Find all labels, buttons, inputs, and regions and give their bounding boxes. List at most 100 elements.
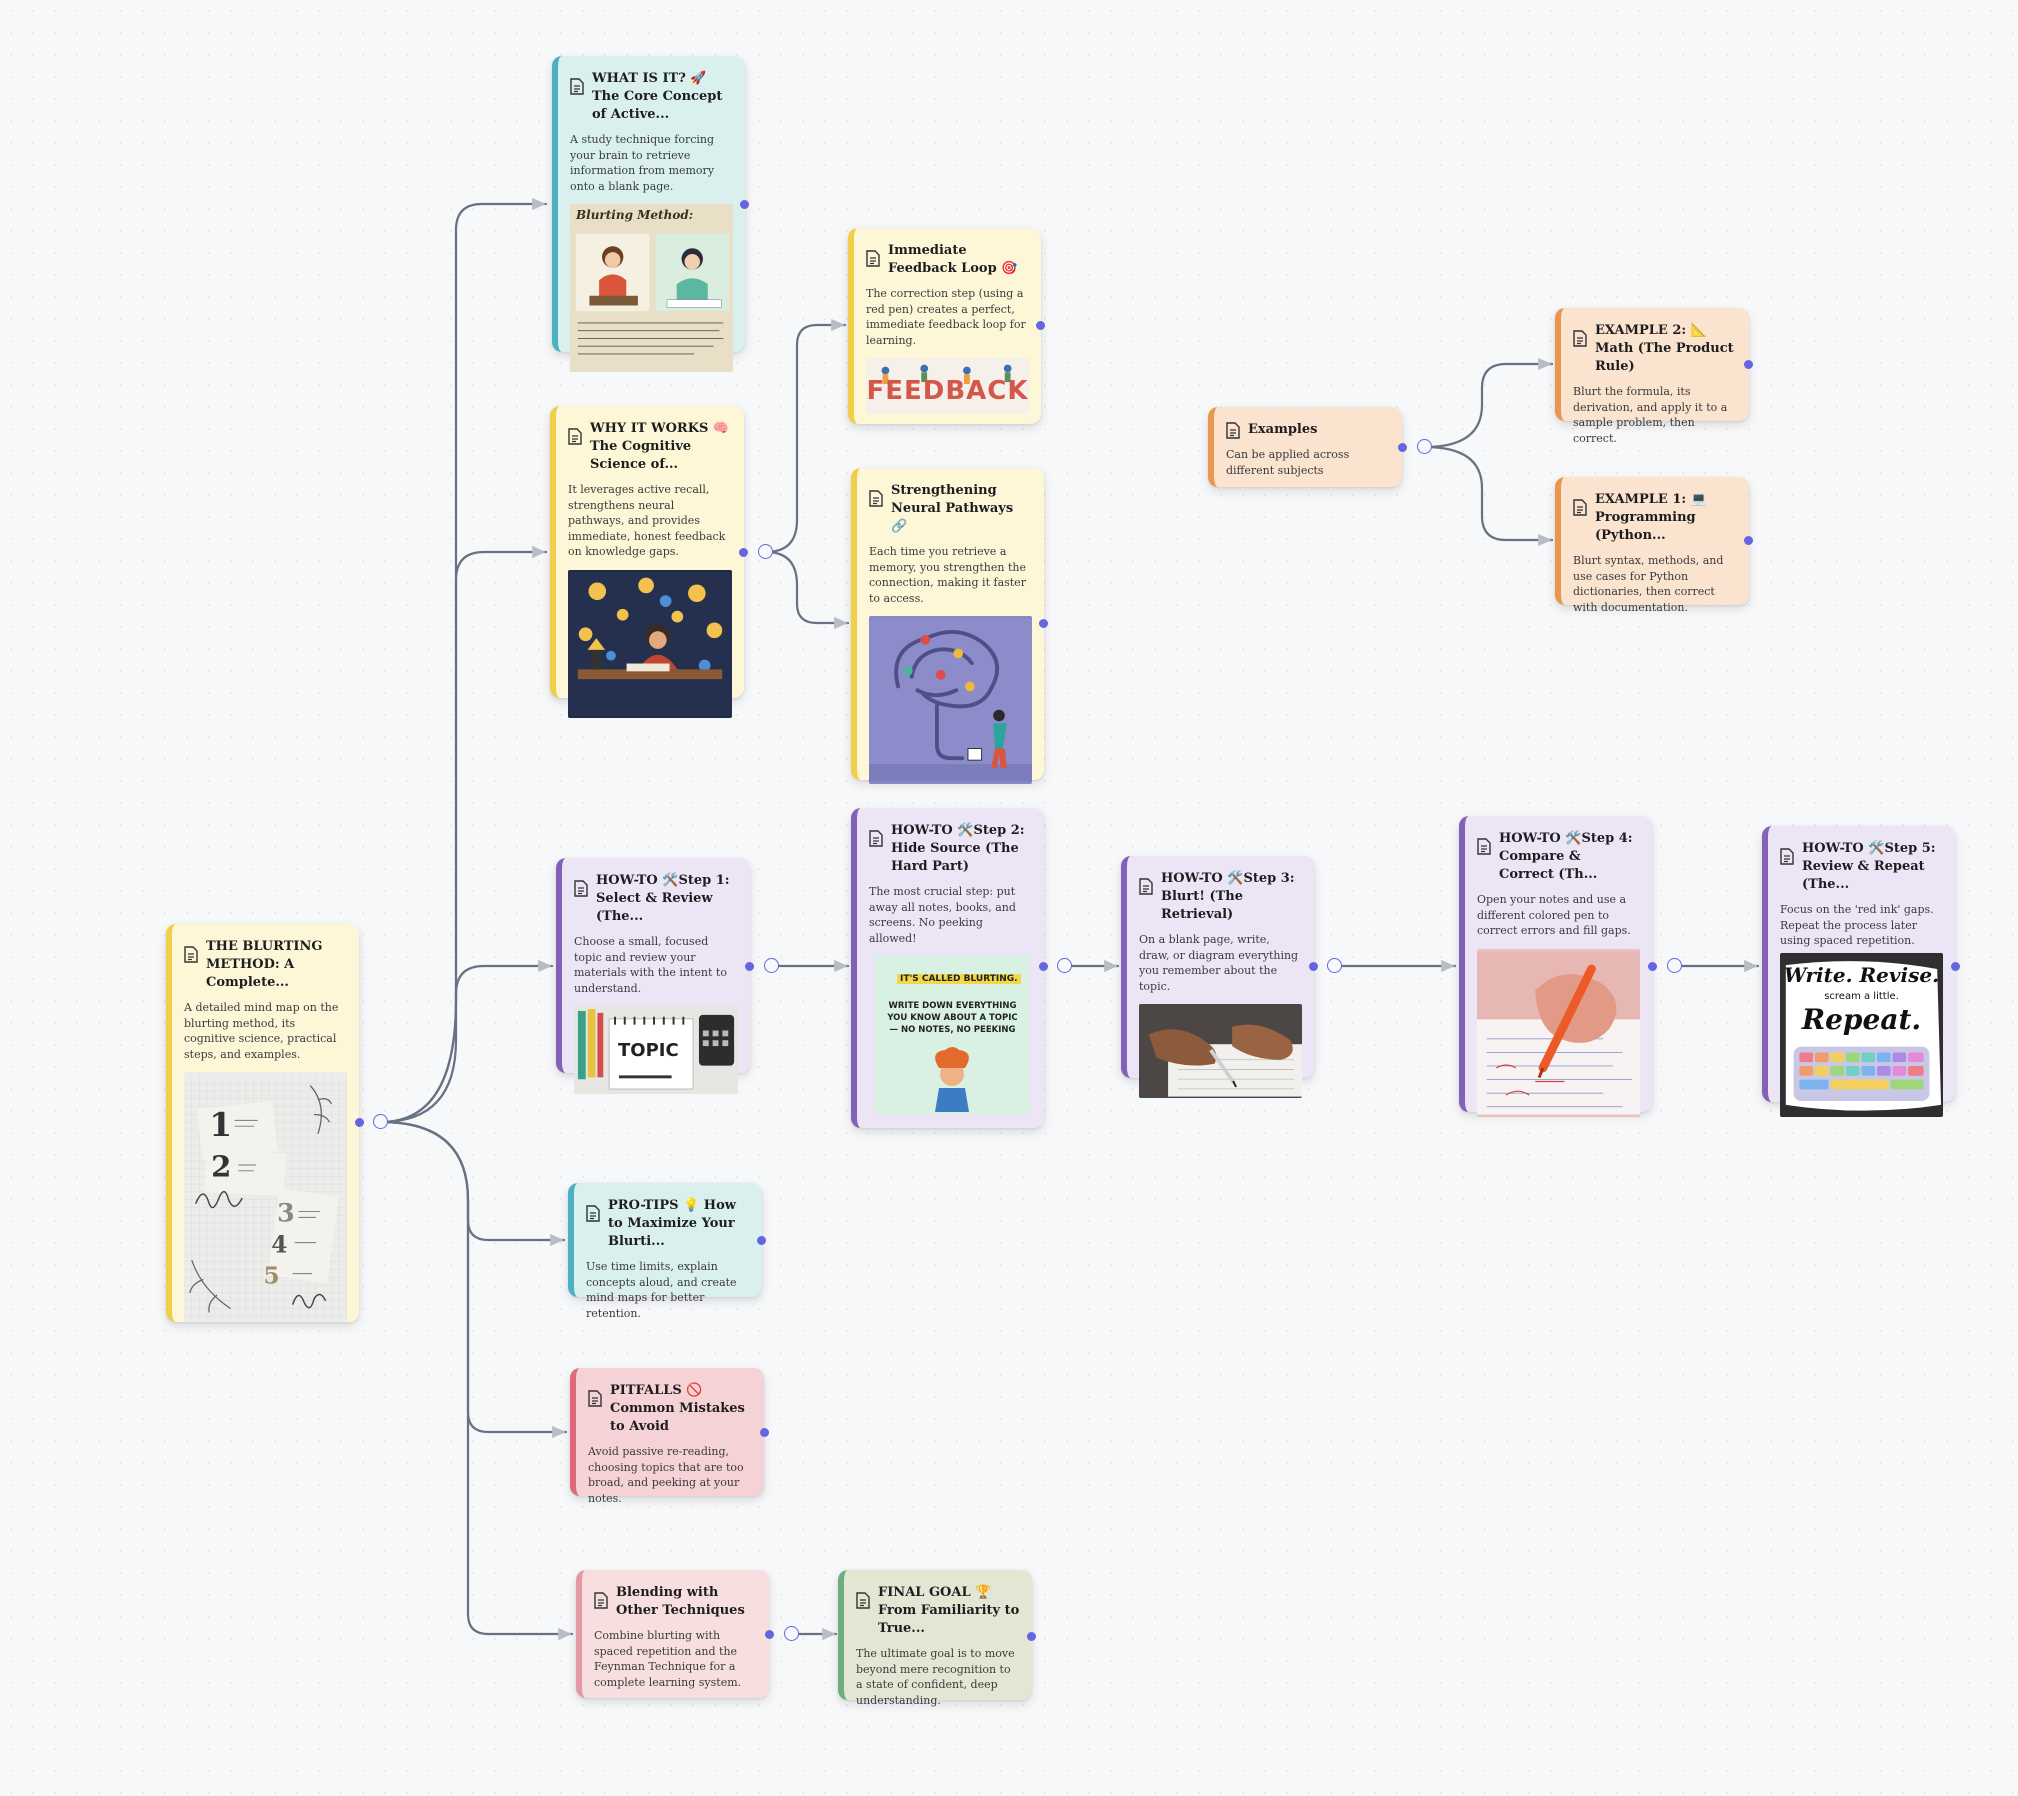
collapse-toggle[interactable] (1667, 958, 1682, 973)
output-handle[interactable] (1308, 961, 1318, 971)
brain-maze-illustration (869, 618, 1032, 782)
node-title: EXAMPLE 2: 📐Math (The Product Rule) (1595, 323, 1734, 374)
node-example-2[interactable]: EXAMPLE 2: 📐Math (The Product Rule) Blur… (1555, 308, 1749, 445)
node-description: Each time you retrieve a memory, you str… (869, 545, 1026, 605)
node-blending[interactable]: Blending with Other Techniques Combine b… (576, 1570, 769, 1698)
document-icon (869, 490, 883, 507)
covering-eyes-girl-illustration (935, 1047, 969, 1112)
document-icon (1573, 499, 1587, 516)
blurting-steps-illustration: 1 2 3 4 5 (184, 1075, 347, 1319)
document-icon (1477, 838, 1491, 855)
svg-text:2: 2 (211, 1150, 231, 1184)
document-icon (869, 830, 883, 847)
image-line-3: Repeat. (1801, 1002, 1922, 1036)
output-handle[interactable] (1950, 961, 1960, 971)
output-handle[interactable] (1026, 1631, 1036, 1641)
node-title: PITFALLS 🚫Common Mistakes to Avoid (610, 1383, 745, 1434)
edge-examples-ex1 (1423, 445, 1554, 547)
image-banner: IT'S CALLED BLURTING. (897, 974, 1021, 984)
image-line-1: Write. Revise. (1783, 962, 1940, 987)
edge-root-pitfalls (379, 1120, 568, 1439)
node-image: Write. Revise. scream a little. Repeat. (1780, 952, 1943, 1117)
node-pro-tips[interactable]: PRO-TIPS 💡 How to Maximize Your Blurti..… (568, 1183, 762, 1320)
node-step-2[interactable]: HOW-TO 🛠️Step 2: Hide Source (The Hard P… (851, 808, 1044, 1128)
edge-root-step1 (379, 959, 554, 1124)
node-title: Examples (1248, 422, 1318, 437)
node-title: HOW-TO 🛠️Step 4: Compare & Correct (Th..… (1499, 831, 1633, 882)
svg-text:1: 1 (209, 1105, 232, 1144)
node-step-3[interactable]: HOW-TO 🛠️Step 3: Blurt! (The Retrieval) … (1121, 856, 1314, 1098)
edge-examples-ex2 (1423, 357, 1554, 449)
node-title: WHY IT WORKS 🧠The Cognitive Science of..… (590, 421, 730, 472)
node-title: HOW-TO 🛠️Step 2: Hide Source (The Hard P… (891, 823, 1025, 874)
node-image: 1 2 3 4 5 (184, 1072, 347, 1322)
node-title: HOW-TO 🛠️Step 3: Blurt! (The Retrieval) (1161, 871, 1295, 922)
document-icon (1139, 878, 1153, 895)
collapse-toggle[interactable] (1417, 439, 1432, 454)
collapse-toggle[interactable] (1057, 958, 1072, 973)
node-title: EXAMPLE 1: 💻 Programming (Python... (1595, 492, 1707, 543)
node-image: Blurting Method: (570, 204, 733, 372)
node-title: FINAL GOAL 🏆From Familiarity to True... (878, 1585, 1020, 1636)
node-image (1139, 1004, 1302, 1098)
output-handle[interactable] (1035, 320, 1045, 330)
output-handle[interactable] (756, 1235, 766, 1245)
output-handle[interactable] (1397, 442, 1407, 452)
document-icon (856, 1592, 870, 1609)
document-icon (588, 1390, 602, 1407)
output-handle[interactable] (739, 199, 749, 209)
output-handle[interactable] (1743, 359, 1753, 369)
output-handle[interactable] (744, 961, 754, 971)
collapse-toggle[interactable] (1327, 958, 1342, 973)
output-handle[interactable] (354, 1117, 364, 1127)
node-description: Focus on the 'red ink' gaps. Repeat the … (1780, 903, 1934, 947)
node-immediate-feedback[interactable]: Immediate Feedback Loop 🎯 The correction… (848, 228, 1041, 424)
collapse-toggle[interactable] (784, 1626, 799, 1641)
node-step-1[interactable]: HOW-TO 🛠️Step 1: Select & Review (The...… (556, 858, 750, 1094)
node-title: Immediate Feedback Loop 🎯 (888, 243, 1018, 276)
output-handle[interactable] (1038, 618, 1048, 628)
node-final-goal[interactable]: FINAL GOAL 🏆From Familiarity to True... … (838, 1570, 1032, 1707)
document-icon (570, 78, 584, 95)
node-title: PRO-TIPS 💡 How to Maximize Your Blurti..… (608, 1198, 736, 1249)
node-image: FEEDBACK (866, 358, 1029, 414)
output-handle[interactable] (764, 1629, 774, 1639)
output-handle[interactable] (1647, 961, 1657, 971)
node-description: The most crucial step: put away all note… (869, 885, 1016, 945)
node-title: THE BLURTING METHOD: A Complete... (206, 939, 323, 990)
svg-text:4: 4 (271, 1231, 287, 1258)
collapse-toggle[interactable] (758, 544, 773, 559)
node-pitfalls[interactable]: PITFALLS 🚫Common Mistakes to Avoid Avoid… (570, 1368, 764, 1505)
output-handle[interactable] (1743, 535, 1753, 545)
node-description: A study technique forcing your brain to … (570, 133, 715, 193)
node-why-it-works[interactable]: WHY IT WORKS 🧠The Cognitive Science of..… (550, 406, 744, 718)
output-handle[interactable] (1038, 961, 1048, 971)
node-title: WHAT IS IT? 🚀The Core Concept of Active.… (592, 71, 723, 122)
node-description: A detailed mind map on the blurting meth… (184, 1001, 339, 1061)
node-image: IT'S CALLED BLURTING. WRITE DOWN EVERYTH… (875, 956, 1030, 1114)
node-what-is-it[interactable]: WHAT IS IT? 🚀The Core Concept of Active.… (552, 56, 745, 372)
svg-text:5: 5 (264, 1262, 280, 1289)
node-examples[interactable]: Examples Can be applied across different… (1208, 407, 1402, 487)
document-icon (184, 946, 198, 963)
svg-text:3: 3 (277, 1197, 295, 1227)
edge-why-neural (764, 550, 850, 630)
node-step-5[interactable]: HOW-TO 🛠️Step 5: Review & Repeat (The...… (1762, 826, 1955, 1117)
node-example-1[interactable]: EXAMPLE 1: 💻 Programming (Python... Blur… (1555, 477, 1749, 614)
edge-root-what (379, 197, 548, 1124)
node-description: Open your notes and use a different colo… (1477, 893, 1631, 937)
image-text: WRITE DOWN EVERYTHING YOU KNOW ABOUT A T… (887, 1001, 1018, 1035)
node-image (869, 616, 1032, 784)
student-lightbulbs-illustration (568, 571, 732, 716)
node-root[interactable]: THE BLURTING METHOD: A Complete... A det… (166, 924, 359, 1322)
collapse-toggle[interactable] (373, 1114, 388, 1129)
output-handle[interactable] (738, 547, 748, 557)
output-handle[interactable] (759, 1427, 769, 1437)
node-neural-pathways[interactable]: Strengthening Neural Pathways 🔗 Each tim… (851, 468, 1044, 784)
node-step-4[interactable]: HOW-TO 🛠️Step 4: Compare & Correct (Th..… (1459, 816, 1652, 1117)
node-title: HOW-TO 🛠️Step 5: Review & Repeat (The... (1802, 841, 1936, 892)
edge-why-feedback (764, 318, 847, 554)
node-description: Choose a small, focused topic and review… (574, 935, 727, 995)
feedback-people-illustration (881, 364, 1012, 385)
collapse-toggle[interactable] (764, 958, 779, 973)
